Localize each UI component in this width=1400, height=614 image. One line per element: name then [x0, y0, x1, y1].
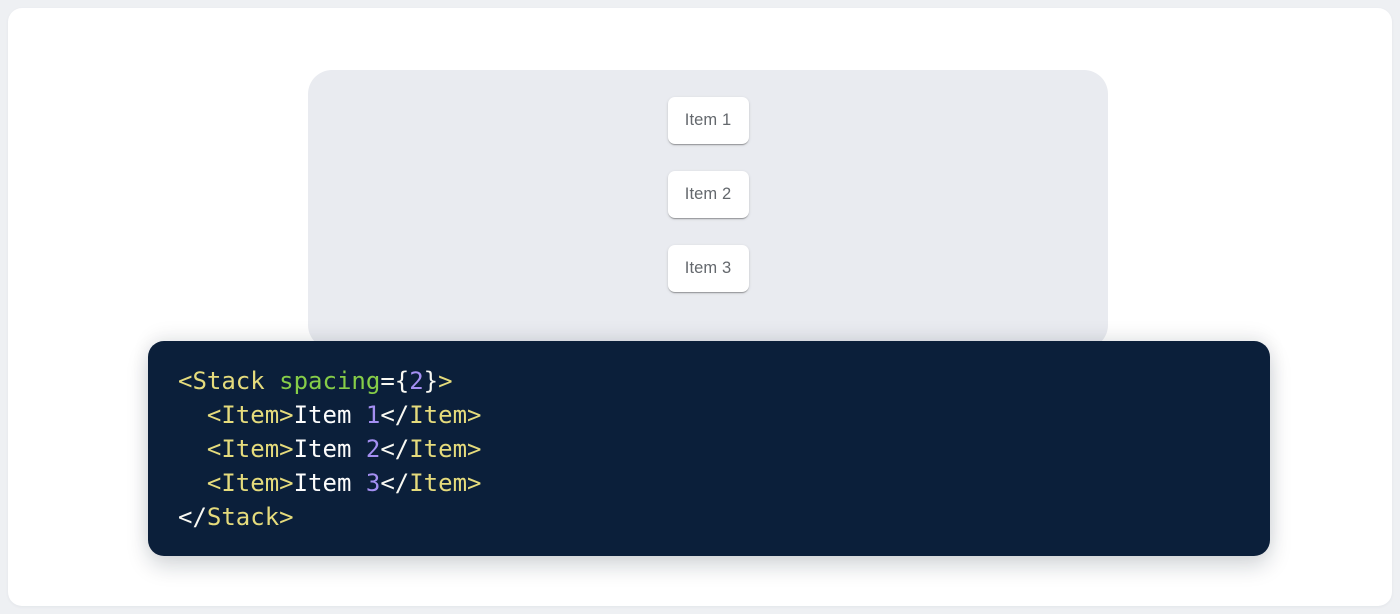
code-line: <Item>Item 3</Item>: [178, 466, 1240, 500]
code-token-num: 2: [409, 367, 424, 395]
stack-container: Item 1 Item 2 Item 3: [308, 70, 1108, 292]
stack-item-label: Item 2: [684, 185, 732, 203]
code-token-num: 2: [365, 435, 381, 463]
code-token-punc: </: [380, 401, 410, 429]
code-token-tag: Stack>: [206, 503, 294, 531]
code-line: <Stack spacing={2}>: [178, 364, 1240, 398]
code-token-text: Item: [293, 401, 366, 429]
code-token-tag: <Item>: [206, 435, 294, 463]
stack-item: Item 2: [667, 171, 749, 218]
code-token-text: [178, 401, 207, 429]
code-token-punc: ={: [380, 367, 410, 395]
code-token-tag: <Item>: [206, 401, 294, 429]
code-token-punc: </: [380, 435, 410, 463]
code-token-num: 1: [365, 401, 381, 429]
code-token-text: Item: [293, 469, 366, 497]
code-token-tag: Item>: [409, 469, 482, 497]
stack-item: Item 3: [667, 245, 749, 292]
code-token-punc: }: [423, 367, 439, 395]
code-token-text: Item: [293, 435, 366, 463]
stack-item: Item 1: [667, 97, 749, 144]
code-block: <Stack spacing={2}> <Item>Item 1</Item> …: [148, 341, 1270, 556]
code-line: <Item>Item 1</Item>: [178, 398, 1240, 432]
code-token-tag: Item>: [409, 401, 482, 429]
stack-demo-panel: Item 1 Item 2 Item 3: [308, 70, 1108, 349]
code-token-tag: <Stack: [178, 367, 280, 395]
code-token-punc: </: [178, 503, 207, 531]
code-token-punc: </: [380, 469, 410, 497]
code-token-tag: Item>: [409, 435, 482, 463]
code-token-tag: <Item>: [206, 469, 294, 497]
code-token-tag: >: [438, 367, 453, 395]
code-line: <Item>Item 2</Item>: [178, 432, 1240, 466]
stack-item-label: Item 3: [684, 259, 732, 277]
code-line: </Stack>: [178, 500, 1240, 534]
code-token-num: 3: [365, 469, 381, 497]
code-token-attr: spacing: [279, 367, 381, 395]
stack-item-label: Item 1: [684, 111, 732, 129]
code-token-text: [178, 435, 207, 463]
code-token-text: [178, 469, 207, 497]
